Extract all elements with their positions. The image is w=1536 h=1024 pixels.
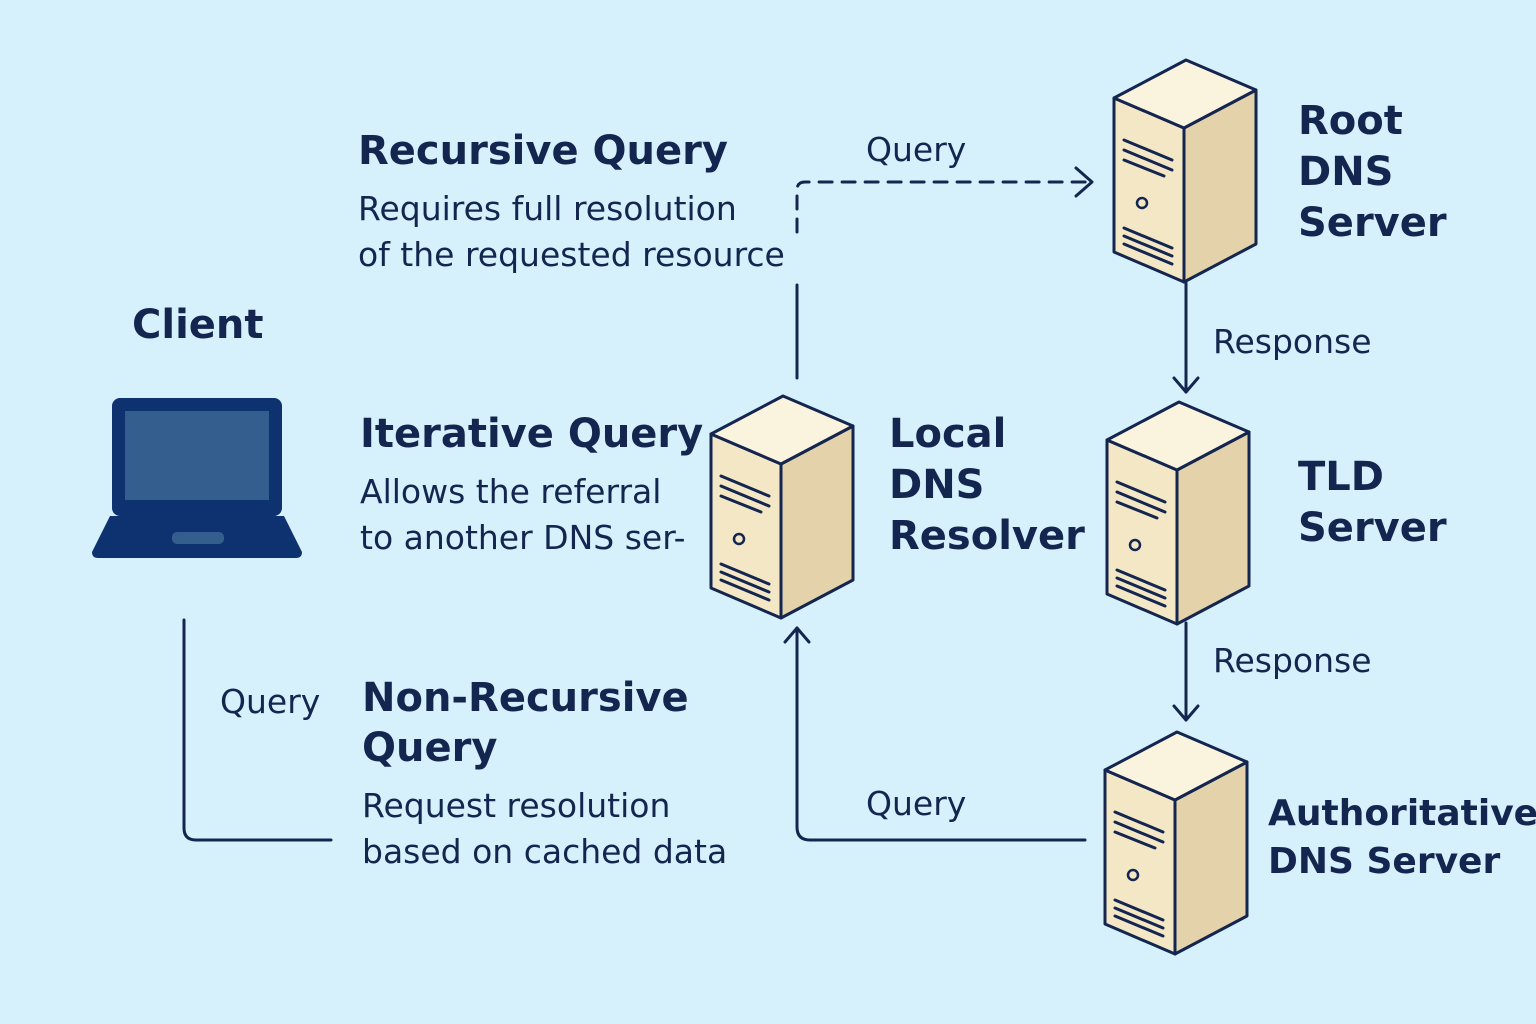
tld-server-label: TLD Server	[1298, 452, 1447, 554]
tld-server-icon	[1105, 400, 1251, 626]
non-recursive-query-description-line: based on cached data	[362, 832, 728, 871]
root-server-label-line: Server	[1298, 200, 1447, 246]
authoritative-to-resolver-line	[795, 626, 1087, 842]
root-server-label: Root DNS Server	[1298, 96, 1447, 249]
root-to-tld-edge-label: Response	[1213, 322, 1372, 361]
authoritative-server-label: Authoritative DNS Server	[1268, 790, 1536, 886]
authoritative-server-label-line: DNS Server	[1268, 841, 1501, 882]
recursive-query-dashed-line	[795, 180, 1092, 234]
local-resolver-label-line: Local	[889, 411, 1007, 457]
local-resolver-label-line: DNS	[889, 462, 985, 508]
iterative-query-title: Iterative Query	[360, 411, 704, 457]
root-arrowhead	[1074, 166, 1094, 198]
client-query-line	[182, 618, 333, 842]
iterative-query-description-line: to another DNS ser-	[360, 518, 686, 557]
iterative-query-description-line: Allows the referral	[360, 472, 662, 511]
authoritative-server-icon	[1103, 730, 1249, 956]
local-resolver-server-icon	[709, 394, 855, 620]
non-recursive-query-title: Non-Recursive Query	[362, 673, 689, 773]
recursive-query-description-line: of the requested resource	[358, 235, 785, 274]
laptop-icon	[92, 398, 302, 558]
local-resolver-label: Local DNS Resolver	[889, 409, 1085, 562]
client-label: Client	[132, 302, 264, 348]
authoritative-server-label-line: Authoritative	[1268, 793, 1536, 834]
iterative-query-description: Allows the referral to another DNS ser-	[360, 469, 686, 561]
recursive-query-description: Requires full resolution of the requeste…	[358, 186, 785, 278]
tld-server-label-line: TLD	[1298, 454, 1384, 500]
root-server-icon	[1112, 58, 1258, 284]
tld-arrowhead	[1172, 376, 1200, 394]
local-resolver-label-line: Resolver	[889, 513, 1085, 559]
non-recursive-query-description-line: Request resolution	[362, 786, 671, 825]
recursive-query-title: Recursive Query	[358, 128, 728, 174]
authoritative-arrowhead	[1172, 704, 1200, 722]
tld-server-label-line: Server	[1298, 505, 1447, 551]
root-server-label-line: DNS	[1298, 149, 1394, 195]
recursive-query-description-line: Requires full resolution	[358, 189, 737, 228]
non-recursive-query-title-line: Query	[362, 725, 498, 771]
resolver-to-root-edge-label: Query	[866, 130, 967, 169]
non-recursive-query-description: Request resolution based on cached data	[362, 783, 727, 875]
root-server-label-line: Root	[1298, 98, 1403, 144]
non-recursive-query-title-line: Non-Recursive	[362, 675, 689, 721]
connectors	[182, 166, 1200, 842]
tld-to-authoritative-edge-label: Response	[1213, 641, 1372, 680]
resolver-arrowhead	[783, 626, 811, 644]
client-query-edge-label: Query	[220, 682, 321, 721]
authoritative-to-resolver-edge-label: Query	[866, 784, 967, 823]
